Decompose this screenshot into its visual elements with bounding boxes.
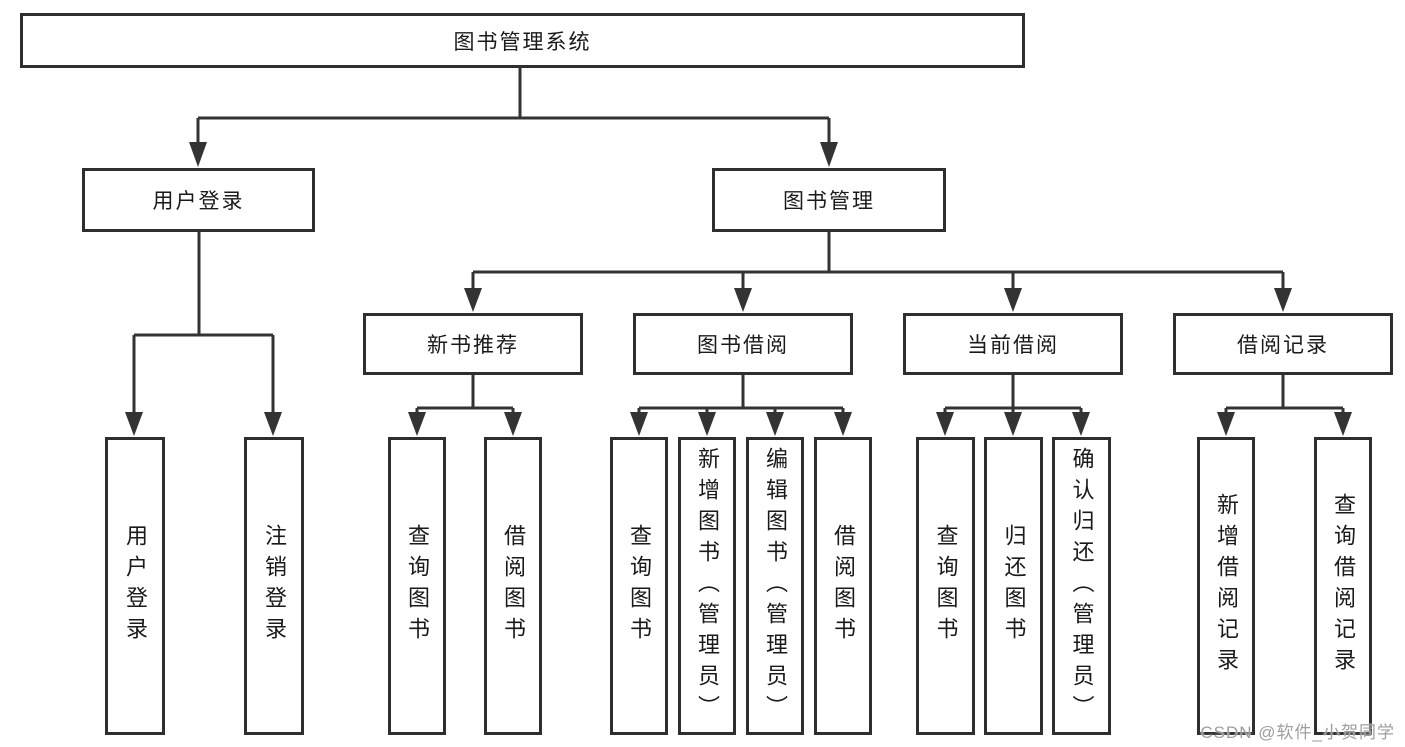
node-label: 图书管理 bbox=[783, 190, 875, 213]
leaf-query-books: 查询图书 bbox=[916, 437, 975, 735]
node-label: 注销登录 bbox=[262, 524, 287, 648]
node-label: 借阅记录 bbox=[1237, 334, 1329, 357]
leaf-add-borrow-record: 新增借阅记录 bbox=[1197, 437, 1255, 735]
node-borrow-records: 借阅记录 bbox=[1173, 313, 1393, 375]
leaf-add-books-admin: 新增图书（管理员） bbox=[678, 437, 736, 735]
csdn-watermark: CSDN @软件_小贺同学 bbox=[1200, 723, 1395, 742]
node-label: 查询借阅记录 bbox=[1331, 493, 1356, 679]
node-label: 查询图书 bbox=[405, 524, 430, 648]
connector-new-book-recommend bbox=[408, 375, 522, 436]
node-label: 图书借阅 bbox=[697, 334, 789, 357]
leaf-logout: 注销登录 bbox=[244, 437, 304, 735]
connector-book-management bbox=[464, 232, 1292, 312]
node-label: 编辑图书（管理员） bbox=[763, 446, 788, 726]
connector-borrow-records bbox=[1217, 375, 1352, 436]
node-label: 图书管理系统 bbox=[453, 30, 592, 54]
node-label: 用户登录 bbox=[123, 524, 148, 648]
connector-current-borrow bbox=[936, 375, 1090, 436]
connector-user-login bbox=[125, 232, 282, 436]
connector-root bbox=[189, 68, 838, 167]
connector-book-borrow bbox=[630, 375, 852, 436]
node-book-borrow: 图书借阅 bbox=[633, 313, 853, 375]
leaf-borrow-books: 借阅图书 bbox=[814, 437, 872, 735]
node-current-borrow: 当前借阅 bbox=[903, 313, 1123, 375]
node-label: 归还图书 bbox=[1001, 524, 1027, 648]
node-label: 新增图书（管理员） bbox=[695, 446, 720, 726]
node-label: 借阅图书 bbox=[501, 524, 526, 648]
leaf-query-books: 查询图书 bbox=[610, 437, 668, 735]
node-label: 查询图书 bbox=[933, 524, 959, 648]
node-label: 借阅图书 bbox=[831, 524, 856, 648]
node-label: 查询图书 bbox=[627, 524, 652, 648]
leaf-edit-books-admin: 编辑图书（管理员） bbox=[746, 437, 804, 735]
node-user-login: 用户登录 bbox=[82, 168, 315, 232]
leaf-confirm-return-admin: 确认归还（管理员） bbox=[1052, 437, 1111, 735]
node-label: 确认归还（管理员） bbox=[1069, 446, 1095, 726]
node-label: 新增借阅记录 bbox=[1214, 493, 1239, 679]
node-label: 当前借阅 bbox=[967, 334, 1059, 357]
leaf-query-books: 查询图书 bbox=[388, 437, 446, 735]
node-label: 用户登录 bbox=[152, 190, 245, 213]
leaf-borrow-books: 借阅图书 bbox=[484, 437, 542, 735]
node-label: 新书推荐 bbox=[427, 334, 519, 357]
node-new-book-recommend: 新书推荐 bbox=[363, 313, 583, 375]
node-root: 图书管理系统 bbox=[20, 13, 1025, 68]
node-book-management: 图书管理 bbox=[712, 168, 946, 232]
leaf-return-books: 归还图书 bbox=[984, 437, 1043, 735]
leaf-query-borrow-record: 查询借阅记录 bbox=[1314, 437, 1372, 735]
leaf-user-login: 用户登录 bbox=[105, 437, 165, 735]
